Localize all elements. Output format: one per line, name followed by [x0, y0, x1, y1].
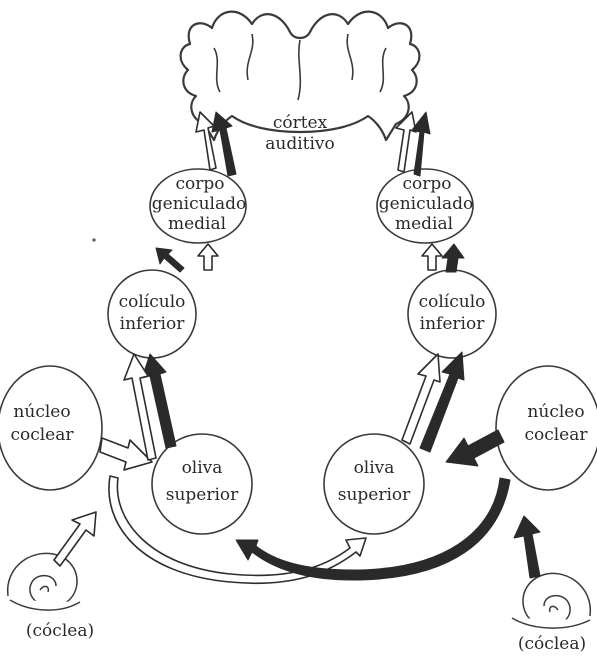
ic-right-line2: inferior [420, 314, 486, 334]
arrow-cochlea-right-to-cn-right [514, 516, 540, 578]
mgb-right-line2: geniculado [379, 194, 474, 214]
cochlea-left: (cóclea) [8, 553, 94, 641]
arrow-ic-right-to-mgb-right-black [442, 244, 464, 272]
arrow-cochlea-left-to-cn-left [54, 512, 96, 566]
mgb-right-line1: corpo [403, 174, 452, 194]
node-mgb-left: corpo geniculado medial [150, 169, 246, 243]
ink-speck [92, 238, 95, 241]
node-so-left: oliva superior [152, 434, 252, 534]
so-left-line2: superior [166, 485, 239, 505]
cochlea-right-label: (cóclea) [518, 634, 586, 654]
cn-left-line1: núcleo [13, 402, 70, 422]
cn-left-line2: coclear [10, 425, 74, 445]
cochlea-left-label: (cóclea) [26, 621, 94, 641]
node-cn-left: núcleo coclear [0, 366, 102, 490]
cortex-label-line1: córtex [273, 113, 328, 133]
ic-right-line1: colículo [419, 292, 486, 312]
cn-right-line1: núcleo [527, 402, 584, 422]
cortex-label-line2: auditivo [265, 134, 335, 154]
node-so-right: oliva superior [324, 434, 424, 534]
arrow-ic-right-to-mgb-right [422, 244, 442, 270]
node-ic-left: colículo inferior [108, 270, 196, 358]
mgb-left-line1: corpo [176, 174, 225, 194]
arrow-ic-left-to-mgb-left-black [156, 248, 184, 272]
ic-left-line1: colículo [119, 292, 186, 312]
mgb-left-line3: medial [168, 214, 226, 234]
so-right-line1: oliva [354, 458, 395, 478]
ic-left-line2: inferior [120, 314, 186, 334]
cochlea-right: (cóclea) [512, 573, 590, 654]
cn-right-line2: coclear [524, 425, 588, 445]
arrow-ic-left-to-mgb-left [198, 244, 218, 270]
so-left-line1: oliva [182, 458, 223, 478]
node-cn-right: núcleo coclear [496, 366, 597, 490]
mgb-right-line3: medial [395, 214, 453, 234]
mgb-left-line2: geniculado [152, 194, 247, 214]
auditory-cortex: córtex auditivo [181, 12, 420, 154]
so-right-line2: superior [338, 485, 411, 505]
arrow-cn-right-to-so-right [446, 430, 504, 466]
node-ic-right: colículo inferior [408, 270, 496, 358]
node-mgb-right: corpo geniculado medial [377, 169, 473, 243]
